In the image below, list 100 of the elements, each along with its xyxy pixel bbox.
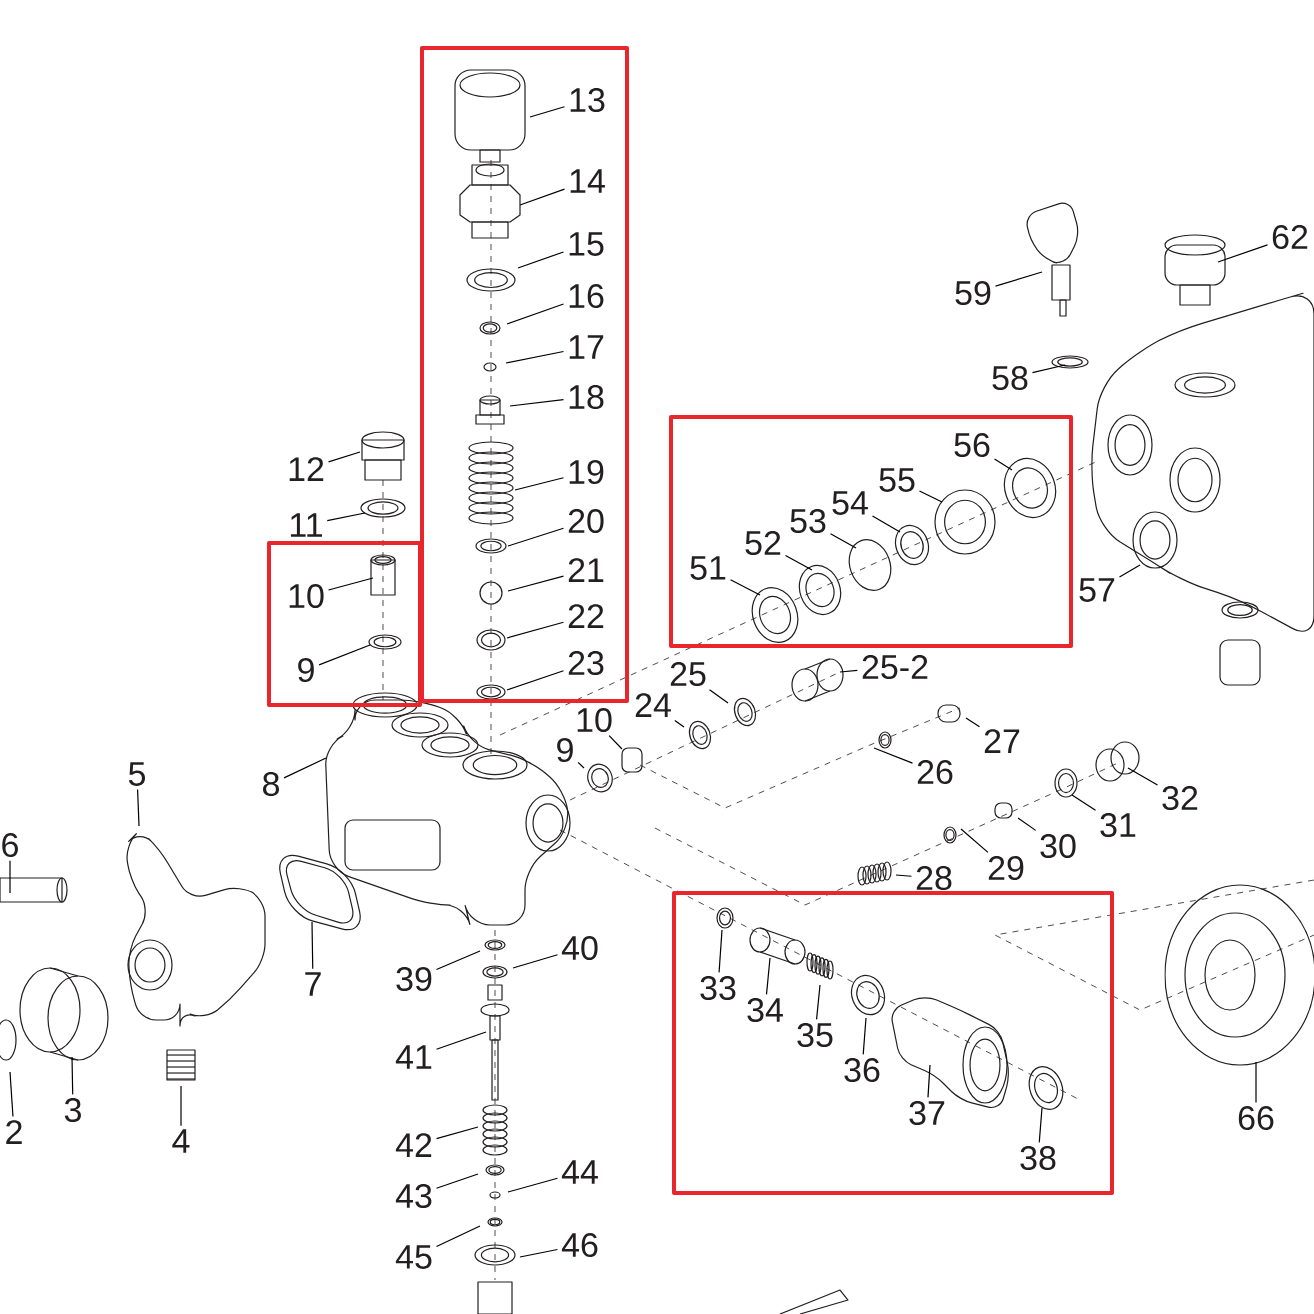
callout-number: 35 [797,1023,833,1048]
callout-number: 59 [955,280,991,306]
leader-line [839,669,858,673]
callout-number: 32 [1162,785,1198,811]
callout-number: 11 [290,513,322,537]
leader-line [927,1064,931,1098]
leader-line [326,512,366,522]
leader-line [137,788,140,827]
callout-number: 3 [64,1098,81,1123]
callout-number: 41 [395,1045,432,1069]
leader-line [765,957,771,995]
callout-number: 33 [700,976,736,1001]
leader-line [506,670,565,691]
leader-line [318,644,371,666]
leader-line [505,350,565,364]
callout-number: 19 [569,459,604,485]
callout-number: 39 [396,967,432,992]
leader-line [1118,564,1141,578]
callout-number: 10 [289,583,324,609]
callout-number: 30 [1040,833,1076,859]
leader-line [608,735,623,750]
leader-line [517,251,565,269]
leader-line [180,1085,182,1127]
leader-line [960,828,989,853]
callout-number: 9 [557,737,573,763]
callout-number: 40 [561,935,598,961]
leader-line [993,458,1013,471]
callout-number: 15 [569,232,604,256]
callout-number: 5 [128,762,145,786]
callout-number: 53 [790,508,826,534]
leader-line [507,527,565,547]
leader-line [895,874,913,877]
leader-line [327,577,374,591]
callout-number: 4 [172,1129,190,1153]
highlight-box [669,415,1073,648]
leader-line [729,579,761,596]
callout-number: 16 [569,283,604,309]
leader-line [283,757,327,779]
leader-line [529,106,566,118]
leader-line [507,1177,559,1193]
callout-number: 66 [1238,1106,1274,1131]
callout-number: 13 [570,87,605,113]
highlight-box [672,891,1114,1195]
leader-line [994,271,1043,287]
callout-number: 62 [1272,224,1308,250]
callout-number: 8 [263,771,279,797]
leader-line [435,1173,479,1189]
callout-number: 52 [745,530,781,556]
callout-number: 46 [561,1233,598,1258]
leader-line [1255,1061,1257,1103]
callout-number: 28 [916,866,952,891]
leader-line [509,399,565,407]
callout-number: 43 [395,1184,432,1209]
callout-number: 55 [879,468,915,492]
leader-line [71,1056,74,1095]
leader-line [435,950,481,971]
leader-line [577,761,585,769]
leader-line [519,1248,559,1258]
callout-number: 36 [844,1058,880,1083]
leader-line [435,1126,479,1140]
leader-line [815,984,821,1020]
leader-line [327,451,361,463]
callout-number: 24 [635,693,671,717]
callout-number: 34 [747,998,783,1023]
leader-line [9,1071,14,1118]
leader-line [862,1017,867,1055]
leader-line [1127,767,1159,786]
leader-line [829,533,857,549]
leader-line [1071,794,1097,811]
callout-number: 57 [1079,578,1115,602]
leader-line [674,719,685,728]
leader-line [311,921,314,970]
leader-line [435,1031,487,1050]
leader-line [507,575,565,592]
callout-number: 2 [6,1120,22,1144]
callout-number: 10 [577,707,612,733]
highlight-box [267,541,422,707]
callout-number: 22 [568,604,604,628]
leader-line [1017,817,1037,831]
leader-line [512,954,559,969]
callout-number: 21 [568,558,604,582]
leader-line [708,689,729,704]
callout-number: 23 [568,650,604,676]
callout-number: 38 [1020,1146,1056,1171]
leader-line [718,929,723,973]
leader-line [965,717,981,728]
callout-number: 20 [568,508,604,534]
leader-line [514,477,565,491]
callout-number: 18 [569,384,604,410]
callout-number: 54 [832,491,868,515]
callout-number: 25-2 [862,654,928,680]
callout-number: 31 [1100,812,1136,838]
leader-line [784,554,813,571]
leader-line [1217,244,1269,263]
leader-line [9,860,11,894]
callout-number: 29 [988,855,1024,881]
callout-number: 56 [954,432,990,458]
leader-line [1031,364,1066,374]
callout-number: 51 [690,556,726,580]
leader-line [506,303,565,325]
